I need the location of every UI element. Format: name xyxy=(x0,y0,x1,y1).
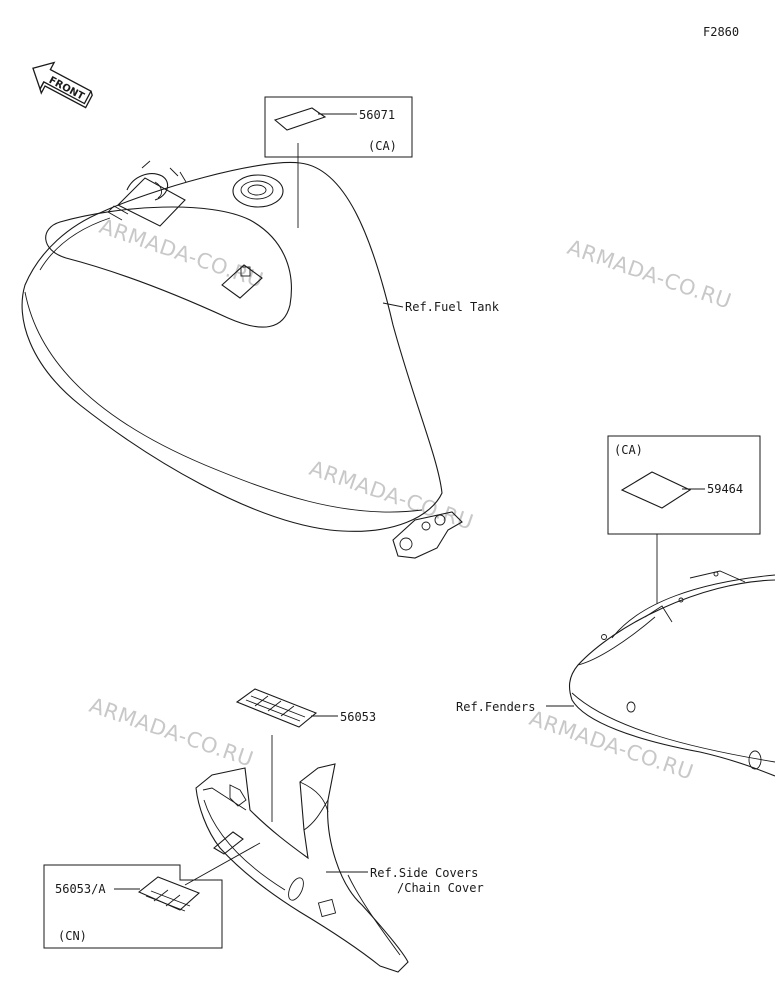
part-56053-a-number: 56053/A xyxy=(55,882,106,896)
watermark-2: ARMADA-CO.RU xyxy=(564,235,734,314)
ref-fenders: Ref.Fenders xyxy=(456,700,535,714)
part-59464-number: 59464 xyxy=(707,482,743,496)
part-56053-a-region: (CN) xyxy=(58,929,87,943)
side-cover-drawing xyxy=(195,763,409,973)
part-56071-number: 56071 xyxy=(359,108,395,122)
part-56053-number: 56053 xyxy=(340,710,376,724)
watermark-5: ARMADA-CO.RU xyxy=(526,706,696,785)
fuel-tank-drawing xyxy=(21,160,463,559)
callout-56053: 56053 xyxy=(235,688,376,822)
decal-56071-icon xyxy=(273,107,327,131)
watermark-3: ARMADA-CO.RU xyxy=(306,456,476,535)
callout-56053-a: 56053/A (CN) xyxy=(43,842,261,949)
ref-fuel-tank: Ref.Fuel Tank xyxy=(405,300,500,314)
part-56071-region: (CA) xyxy=(368,139,397,153)
ref-chain-cover: /Chain Cover xyxy=(397,881,484,895)
ref-side-covers: Ref.Side Covers xyxy=(370,866,478,880)
callout-56071: 56071 (CA) xyxy=(264,96,413,228)
part-59464-region: (CA) xyxy=(614,443,643,457)
callout-59464: (CA) 59464 xyxy=(607,435,761,604)
fender-drawing xyxy=(568,570,775,777)
decal-59464-icon xyxy=(620,471,692,509)
watermark-4: ARMADA-CO.RU xyxy=(86,693,256,772)
watermark-1: ARMADA-CO.RU xyxy=(96,214,266,293)
front-arrow-icon: FRONT xyxy=(32,61,93,109)
figure-code: F2860 xyxy=(703,25,739,39)
label-56053-icon xyxy=(235,688,318,728)
